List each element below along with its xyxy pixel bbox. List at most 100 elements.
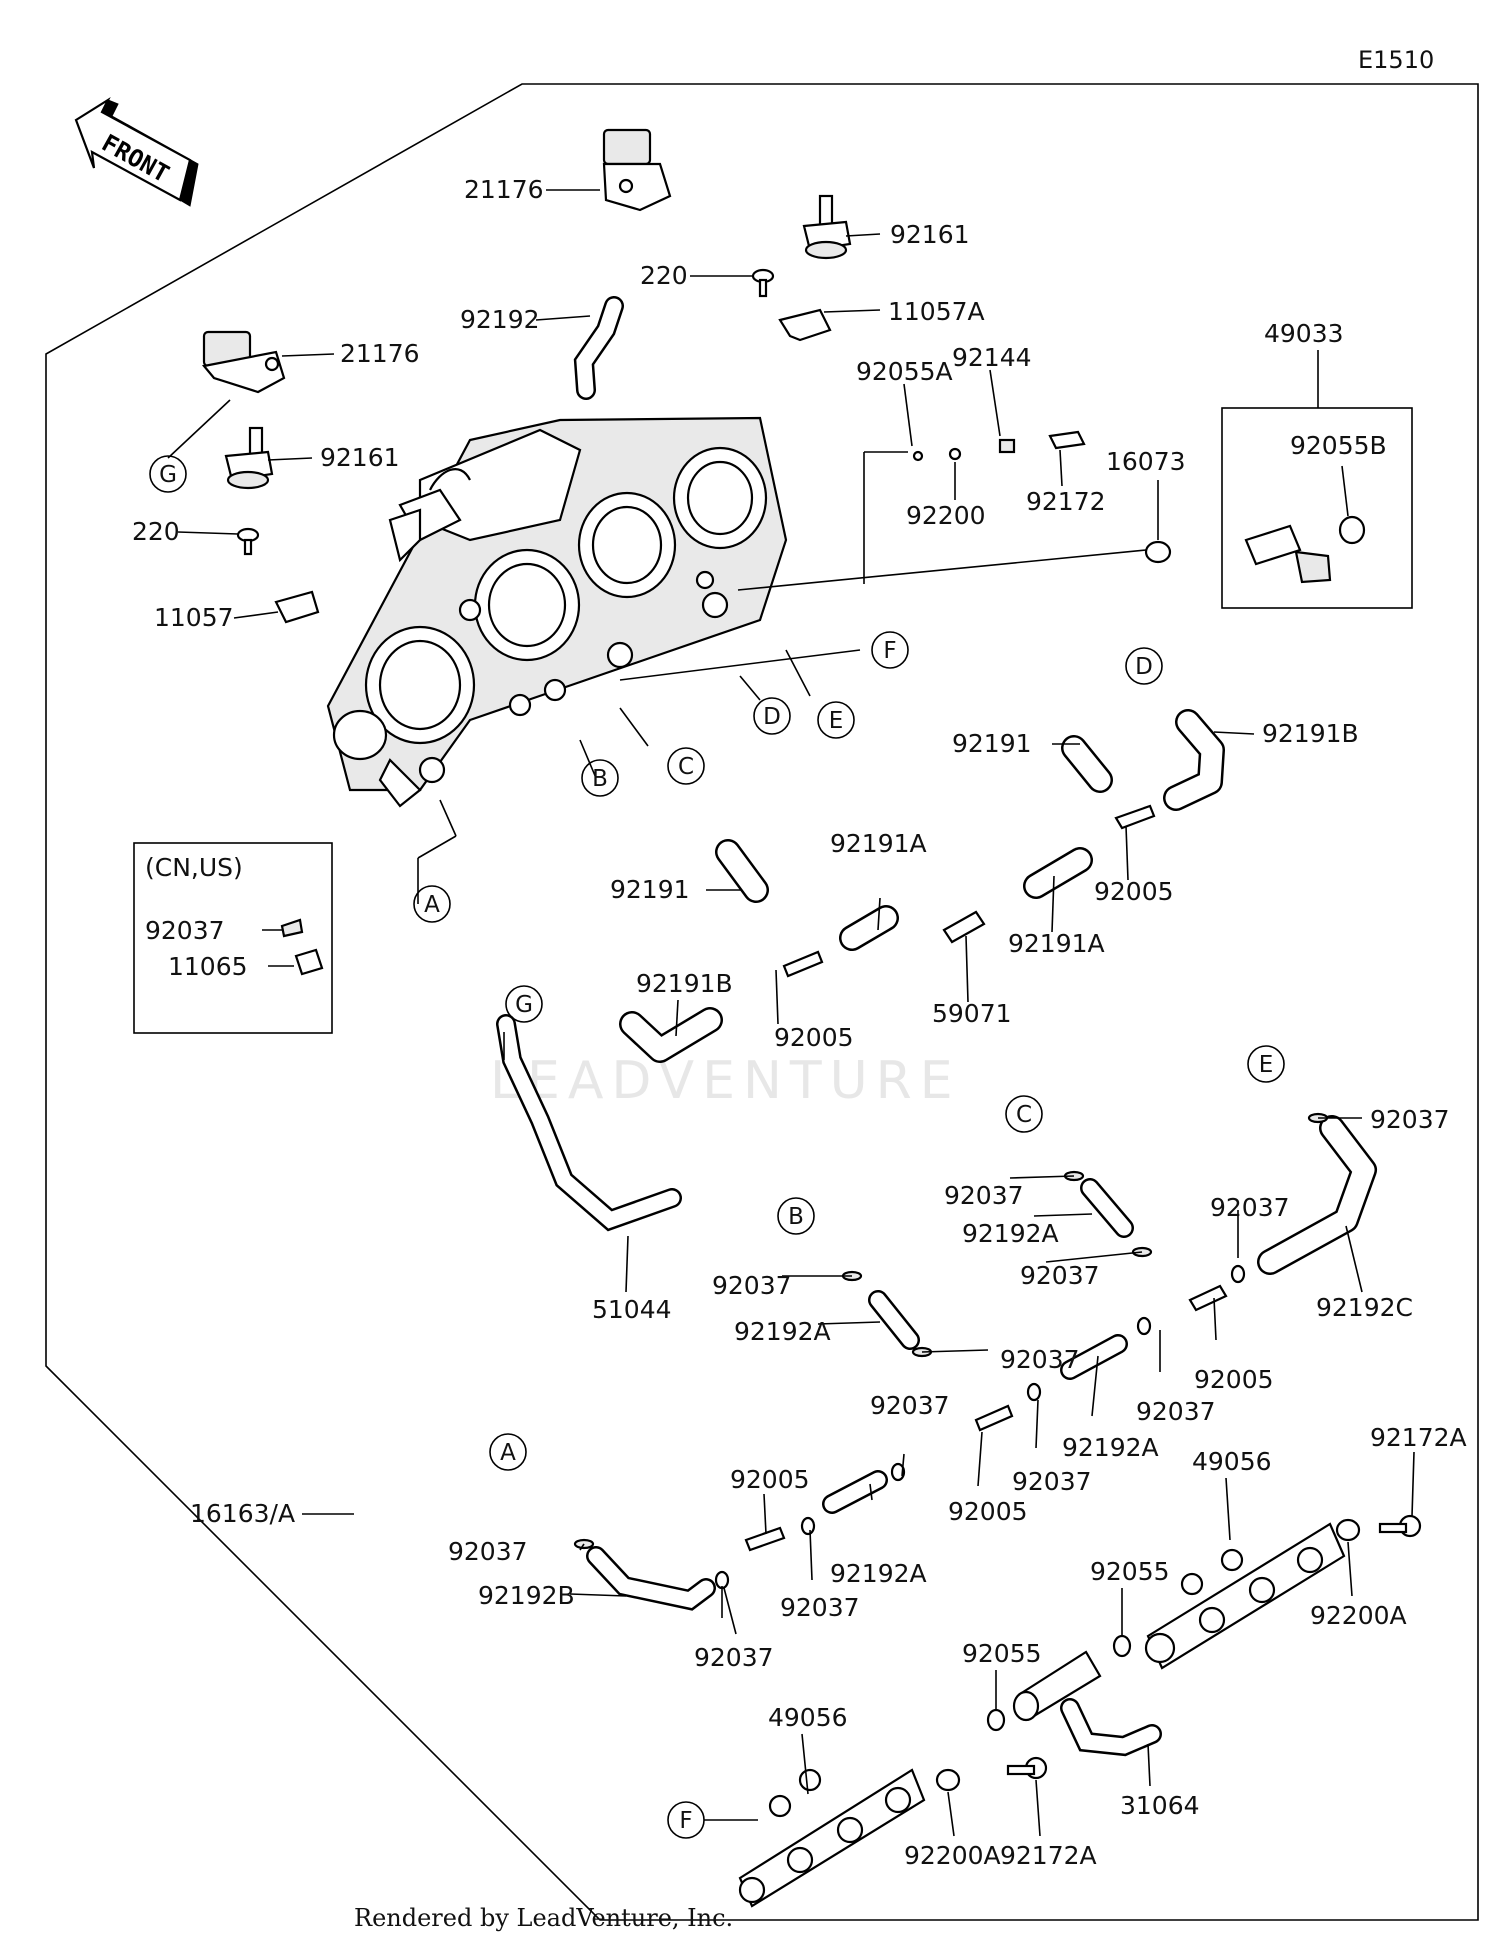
label-92037-e: 92037: [1370, 1105, 1450, 1134]
callout-f-rail: F: [667, 1801, 705, 1839]
label-92037-b: 92037: [712, 1271, 792, 1300]
tee-92005-center: [974, 1404, 1014, 1432]
map-sensor-upper: [602, 128, 672, 212]
variant-box-title: (CN,US): [145, 853, 243, 882]
injector-seal-group: [912, 430, 1086, 462]
label-49056-left: 49056: [768, 1703, 848, 1732]
label-16073: 16073: [1106, 447, 1186, 476]
seal-16073: [1144, 540, 1172, 564]
label-92192: 92192: [460, 305, 540, 334]
svg-text:D: D: [1135, 654, 1153, 680]
map-sensor-left: [201, 330, 286, 394]
callout-g-left: G: [149, 455, 187, 493]
tee-92005-mid: [782, 950, 824, 978]
label-49033: 49033: [1264, 319, 1344, 348]
fuel-rail-right: [1144, 1522, 1346, 1670]
box-49033: [1221, 407, 1413, 609]
diagram-code: E1510: [1358, 46, 1434, 74]
label-92005-mid: 92005: [774, 1023, 854, 1052]
callout-b-hose: B: [777, 1197, 815, 1235]
label-92172a-left: 92172A: [1000, 1841, 1097, 1870]
label-92037-b2: 92037: [1000, 1345, 1080, 1374]
label-92191a-top: 92191A: [830, 829, 927, 858]
label-92200a-right: 92200A: [1310, 1601, 1407, 1630]
label-92005-right: 92005: [1194, 1365, 1274, 1394]
oring-92055-right: [1112, 1634, 1132, 1658]
svg-text:C: C: [678, 754, 694, 780]
label-92191-mid: 92191: [610, 875, 690, 904]
label-92191b-upper: 92191B: [1262, 719, 1359, 748]
callout-e-upper: E: [817, 701, 855, 739]
callout-c-hose: C: [1005, 1095, 1043, 1133]
label-92191a-right: 92191A: [1008, 929, 1105, 958]
seal-92055b: [1338, 515, 1366, 545]
cap-11065: [294, 948, 324, 976]
callout-c-upper: C: [667, 747, 705, 785]
svg-text:A: A: [500, 1440, 516, 1466]
bolt-92172a-left: [1006, 1756, 1048, 1780]
assembly-outline: [45, 83, 1479, 1921]
svg-text:C: C: [1016, 1102, 1032, 1128]
fitting-92161-upper: [802, 194, 852, 260]
label-92037-a2: 92037: [694, 1643, 774, 1672]
footer-credit: Rendered by LeadVenture, Inc.: [354, 1904, 733, 1932]
label-92191b-mid: 92191B: [636, 969, 733, 998]
svg-text:E: E: [829, 708, 844, 734]
label-21176-left: 21176: [340, 339, 420, 368]
label-220-left: 220: [132, 517, 180, 546]
label-92200: 92200: [906, 501, 986, 530]
svg-text:D: D: [763, 704, 781, 730]
fuel-pipe-31064: [1012, 1650, 1102, 1722]
svg-text:B: B: [592, 766, 608, 792]
svg-text:A: A: [424, 892, 440, 918]
svg-text:E: E: [1259, 1052, 1274, 1078]
label-92055a: 92055A: [856, 357, 953, 386]
label-92144: 92144: [952, 343, 1032, 372]
label-92192a-left: 92192A: [830, 1559, 927, 1588]
label-21176-upper: 21176: [464, 175, 544, 204]
variant-box-part-2: 11065: [168, 952, 248, 981]
label-92055-right: 92055: [1090, 1557, 1170, 1586]
fitting-92161-left: [224, 426, 274, 490]
callout-b-upper: B: [581, 759, 619, 797]
callout-a-upper: A: [413, 885, 451, 923]
label-16163a: 16163/A: [190, 1499, 295, 1528]
callout-f-upper: F: [871, 631, 909, 669]
label-59071: 59071: [932, 999, 1012, 1028]
label-92005-left: 92005: [730, 1465, 810, 1494]
bolt-220-upper: [751, 268, 775, 298]
label-92037-r: 92037: [1210, 1193, 1290, 1222]
callout-e-hose: E: [1247, 1045, 1285, 1083]
label-92172a-right: 92172A: [1370, 1423, 1467, 1452]
callout-d-hose: D: [1125, 647, 1163, 685]
bracket-11057: [274, 590, 320, 624]
label-92037-m: 92037: [870, 1391, 950, 1420]
fuel-rail-left: [738, 1768, 926, 1908]
callout-g-hose: G: [505, 985, 543, 1023]
label-92037-a: 92037: [448, 1537, 528, 1566]
label-31064: 31064: [1120, 1791, 1200, 1820]
label-92161-upper: 92161: [890, 220, 970, 249]
tee-92005-upper: [1114, 804, 1156, 830]
svg-text:G: G: [159, 462, 177, 488]
variant-box-part-1: 92037: [145, 916, 225, 945]
label-92005-upper: 92005: [1094, 877, 1174, 906]
bolt-92172a-right: [1378, 1514, 1422, 1538]
watermark: LEADVENTURE: [490, 1051, 961, 1111]
injector-49033: [1244, 524, 1332, 584]
svg-text:G: G: [515, 992, 533, 1018]
label-92037-l: 92037: [780, 1593, 860, 1622]
label-49056-right: 49056: [1192, 1447, 1272, 1476]
label-92172: 92172: [1026, 487, 1106, 516]
label-11057: 11057: [154, 603, 234, 632]
svg-text:F: F: [883, 638, 896, 664]
label-92191-upper: 92191: [952, 729, 1032, 758]
leader-lines: [167, 189, 1415, 1837]
callout-a-hose: A: [489, 1433, 527, 1471]
label-92037-c: 92037: [944, 1181, 1024, 1210]
label-92192a-b: 92192A: [734, 1317, 831, 1346]
callout-d-upper: D: [753, 697, 791, 735]
label-92037-c2: 92037: [1020, 1261, 1100, 1290]
label-51044: 51044: [592, 1295, 672, 1324]
